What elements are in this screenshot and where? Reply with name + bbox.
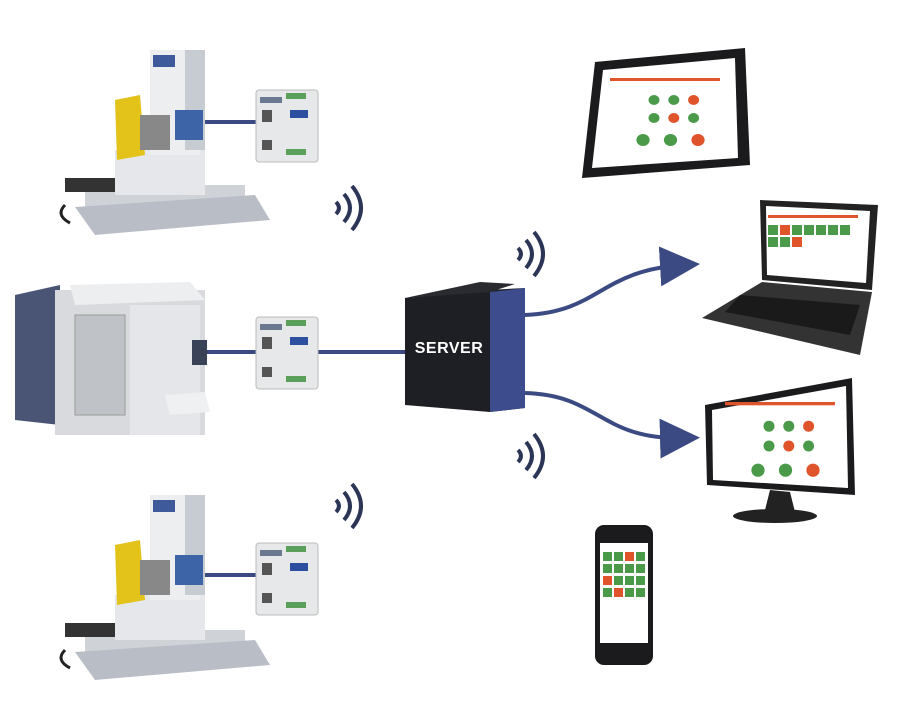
- arrow-to-monitor: [524, 391, 700, 459]
- arrow-to-laptop: [524, 246, 700, 317]
- wireless-icon-3: [334, 482, 363, 530]
- tablet-device: [582, 48, 750, 178]
- vertical-machining-center-1: [59, 48, 272, 237]
- vertical-machining-center-3: [59, 493, 272, 682]
- smartphone-device: [595, 525, 653, 665]
- wireless-icon-server-top: [516, 230, 545, 278]
- wireless-icon-1: [334, 184, 363, 232]
- server-box: [405, 282, 525, 412]
- plc-controller-3: [255, 542, 319, 616]
- desktop-monitor: [705, 378, 855, 523]
- plc-controller-2: [255, 316, 319, 390]
- laptop-device: [702, 200, 878, 355]
- horizontal-machining-center: [15, 282, 210, 435]
- wireless-icon-server-bottom: [516, 432, 545, 480]
- server-label: SERVER: [414, 340, 484, 357]
- wired-links: [205, 120, 405, 577]
- plc-controller-1: [255, 89, 319, 163]
